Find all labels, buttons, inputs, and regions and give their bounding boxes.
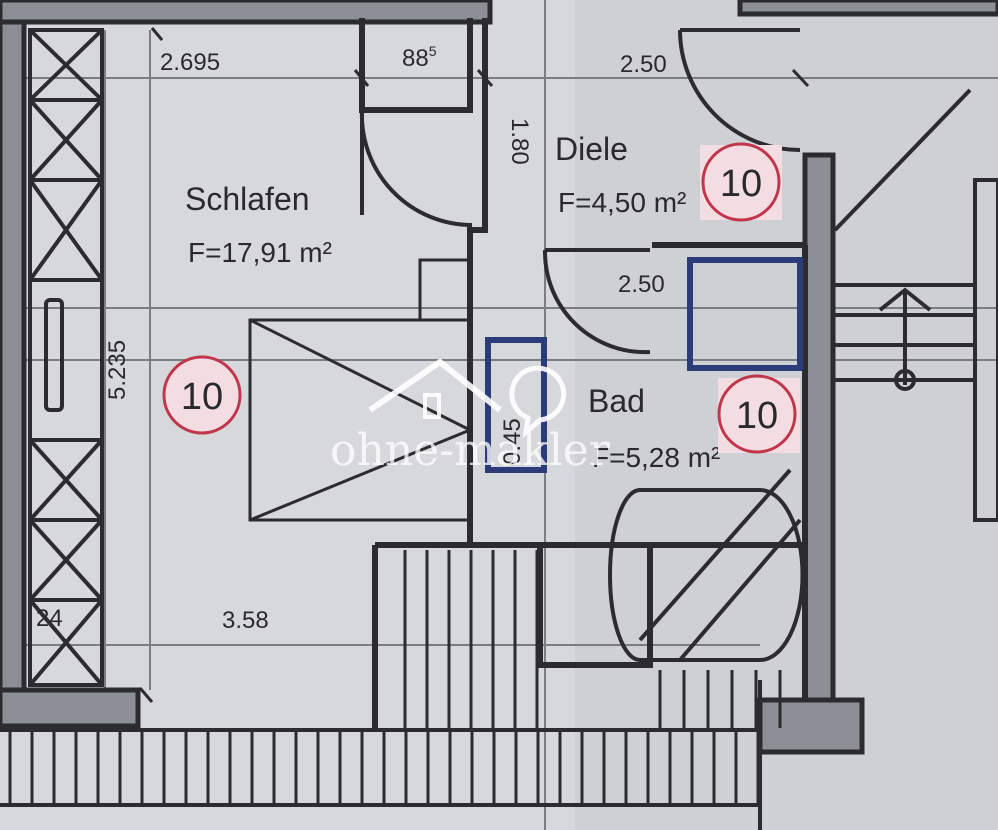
dimension-label: 0.45 (499, 418, 526, 465)
room-badge-bad: 10 (717, 374, 800, 454)
badge-number: 10 (181, 376, 223, 418)
dimension-label: 3.58 (222, 607, 269, 634)
window-column (28, 28, 104, 687)
railing-bars (8, 732, 760, 803)
badge-number: 10 (736, 395, 778, 437)
dimension-label: 2.50 (620, 51, 667, 78)
bad-walls (485, 257, 803, 473)
bed (248, 258, 472, 522)
badge-number: 10 (720, 163, 762, 205)
stairs (833, 88, 998, 522)
room-name-bad: Bad (588, 383, 645, 419)
room-name-diele: Diele (555, 131, 628, 167)
dimension-label: 2.695 (160, 49, 220, 76)
watermark-logo: ohne-makler (330, 358, 611, 476)
dimension-ticks (138, 27, 810, 703)
dimension-value: 88 (402, 45, 429, 72)
room-area-bad: F=5,28 m² (592, 442, 720, 473)
room-badge-schlafen: 10 (162, 355, 242, 435)
bathtub (608, 468, 805, 662)
dimension-label: 1.80 (506, 118, 533, 165)
door-swings (359, 28, 801, 355)
room-name-schlafen: Schlafen (185, 181, 310, 217)
dimension-superscript: 5 (429, 43, 437, 59)
grating-bars (403, 550, 782, 728)
room-badge-diele: 10 (700, 142, 782, 222)
dimension-label: 885 (402, 43, 437, 72)
room-area-schlafen: F=17,91 m² (188, 237, 332, 268)
room-area-diele: F=4,50 m² (558, 187, 686, 218)
watermark-text: ohne-makler (330, 425, 611, 476)
dimension-label: 5.235 (104, 340, 131, 400)
balcony-railing (0, 680, 762, 830)
dimension-label: 24 (36, 605, 63, 632)
dimension-label: 2.50 (618, 271, 665, 298)
